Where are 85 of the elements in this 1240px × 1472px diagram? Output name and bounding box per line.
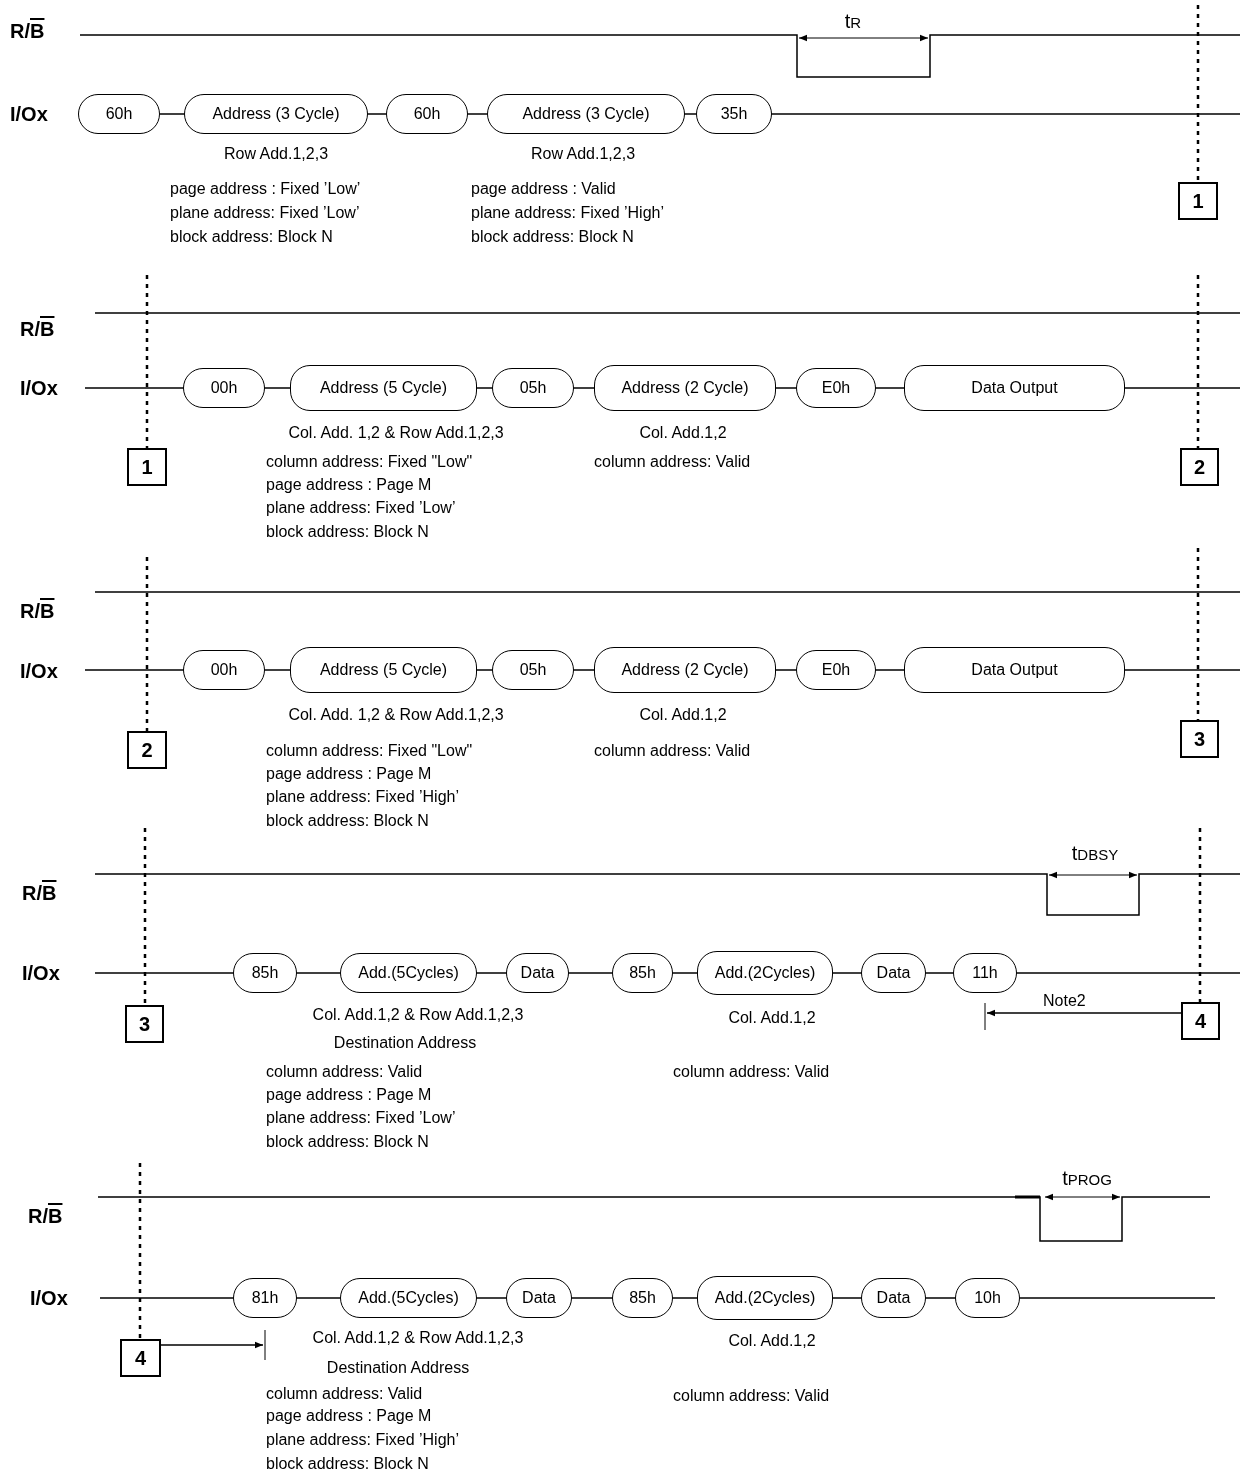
address-note: page address : Page M bbox=[266, 1086, 432, 1104]
address-note: Col. Add. 1,2 & Row Add.1,2,3 bbox=[288, 706, 504, 724]
cycle-pill: Data Output bbox=[904, 365, 1125, 411]
cycle-pill: 11h bbox=[953, 953, 1017, 993]
cycle-pill: Address (3 Cycle) bbox=[487, 94, 685, 134]
signal-name: R/B bbox=[20, 600, 55, 623]
address-note: Col. Add.1,2 bbox=[728, 1009, 816, 1027]
cycle-pill: 60h bbox=[386, 94, 468, 134]
address-note: column address: Valid bbox=[266, 1063, 423, 1081]
address-note: Destination Address bbox=[333, 1034, 477, 1052]
address-note: column address: Fixed "Low" bbox=[266, 453, 473, 471]
cycle-pill: Data Output bbox=[904, 647, 1125, 693]
address-note: block address: Block N bbox=[266, 523, 429, 541]
cycle-pill: 10h bbox=[955, 1278, 1020, 1318]
connector-number: 1 bbox=[127, 448, 167, 486]
signal-name: R/B bbox=[10, 20, 45, 43]
address-note: Col. Add.1,2 bbox=[639, 706, 727, 724]
cycle-pill: 85h bbox=[233, 953, 297, 993]
address-note: plane address: Fixed ’High’ bbox=[266, 788, 459, 806]
address-note: Destination Address bbox=[326, 1359, 470, 1377]
cycle-pill: Data bbox=[506, 953, 569, 993]
address-note: block address: Block N bbox=[170, 228, 333, 246]
cycle-pill: 05h bbox=[492, 368, 574, 408]
cycle-pill: Address (5 Cycle) bbox=[290, 365, 477, 411]
cycle-pill: Data bbox=[861, 953, 926, 993]
connector-number: 4 bbox=[1181, 1002, 1220, 1040]
signal-name: R/B bbox=[28, 1205, 63, 1228]
cycle-pill: 05h bbox=[492, 650, 574, 690]
address-note: page address : Valid bbox=[471, 180, 616, 198]
connector-number: 4 bbox=[120, 1339, 161, 1377]
connector-number: 3 bbox=[1180, 720, 1219, 758]
cycle-pill: 60h bbox=[78, 94, 160, 134]
address-note: Col. Add.1,2 & Row Add.1,2,3 bbox=[312, 1329, 524, 1347]
address-note: page address : Page M bbox=[266, 476, 432, 494]
address-note: column address: Valid bbox=[673, 1063, 830, 1081]
address-note: page address : Page M bbox=[266, 765, 432, 783]
connector-number: 2 bbox=[1180, 448, 1219, 486]
signal-name: I/Ox bbox=[30, 1287, 68, 1310]
address-note: column address: Valid bbox=[266, 1385, 423, 1403]
cycle-pill: 85h bbox=[612, 953, 673, 993]
cycle-pill: Data bbox=[506, 1278, 572, 1318]
signal-name: I/Ox bbox=[20, 377, 58, 400]
cycle-pill: Add.(5Cycles) bbox=[340, 1278, 477, 1318]
signal-name: I/Ox bbox=[10, 103, 48, 126]
signal-name: I/Ox bbox=[20, 660, 58, 683]
cycle-pill: 00h bbox=[183, 368, 265, 408]
address-note: Col. Add.1,2 bbox=[639, 424, 727, 442]
edge-label: Note2 bbox=[1043, 992, 1086, 1010]
cycle-pill: 81h bbox=[233, 1278, 297, 1318]
cycle-pill: E0h bbox=[796, 368, 876, 408]
address-note: column address: Fixed "Low" bbox=[266, 742, 473, 760]
signal-name: R/B bbox=[20, 318, 55, 341]
address-note: plane address: Fixed ’Low’ bbox=[266, 499, 456, 517]
address-note: page address : Fixed ’Low’ bbox=[170, 180, 361, 198]
cycle-pill: Address (2 Cycle) bbox=[594, 365, 776, 411]
address-note: column address: Valid bbox=[594, 742, 751, 760]
connector-number: 3 bbox=[125, 1005, 164, 1043]
address-note: plane address: Fixed ’Low’ bbox=[266, 1109, 456, 1127]
cycle-pill: 00h bbox=[183, 650, 265, 690]
signal-name: I/Ox bbox=[22, 962, 60, 985]
cycle-pill: Data bbox=[861, 1278, 926, 1318]
address-note: plane address: Fixed ’High’ bbox=[266, 1431, 459, 1449]
connector-number: 2 bbox=[127, 731, 167, 769]
cycle-pill: Add.(5Cycles) bbox=[340, 953, 477, 993]
address-note: page address : Page M bbox=[266, 1407, 432, 1425]
address-note: column address: Valid bbox=[594, 453, 751, 471]
cycle-pill: Address (3 Cycle) bbox=[184, 94, 368, 134]
address-note: Col. Add.1,2 & Row Add.1,2,3 bbox=[312, 1006, 524, 1024]
address-note: block address: Block N bbox=[266, 1455, 429, 1472]
cycle-pill: Add.(2Cycles) bbox=[697, 951, 833, 995]
address-note: block address: Block N bbox=[266, 1133, 429, 1151]
cycle-pill: 85h bbox=[612, 1278, 673, 1318]
connector-number: 1 bbox=[1178, 182, 1218, 220]
address-note: block address: Block N bbox=[471, 228, 634, 246]
cycle-pill: 35h bbox=[696, 94, 772, 134]
address-note: plane address: Fixed ’Low’ bbox=[170, 204, 360, 222]
address-note: plane address: Fixed ’High’ bbox=[471, 204, 664, 222]
cycle-pill: E0h bbox=[796, 650, 876, 690]
cycle-pill: Address (2 Cycle) bbox=[594, 647, 776, 693]
cycle-pill: Address (5 Cycle) bbox=[290, 647, 477, 693]
address-note: block address: Block N bbox=[266, 812, 429, 830]
signal-name: R/B bbox=[22, 882, 57, 905]
address-note: Col. Add. 1,2 & Row Add.1,2,3 bbox=[288, 424, 504, 442]
cycle-pill: Add.(2Cycles) bbox=[697, 1276, 833, 1320]
address-note: column address: Valid bbox=[673, 1387, 830, 1405]
